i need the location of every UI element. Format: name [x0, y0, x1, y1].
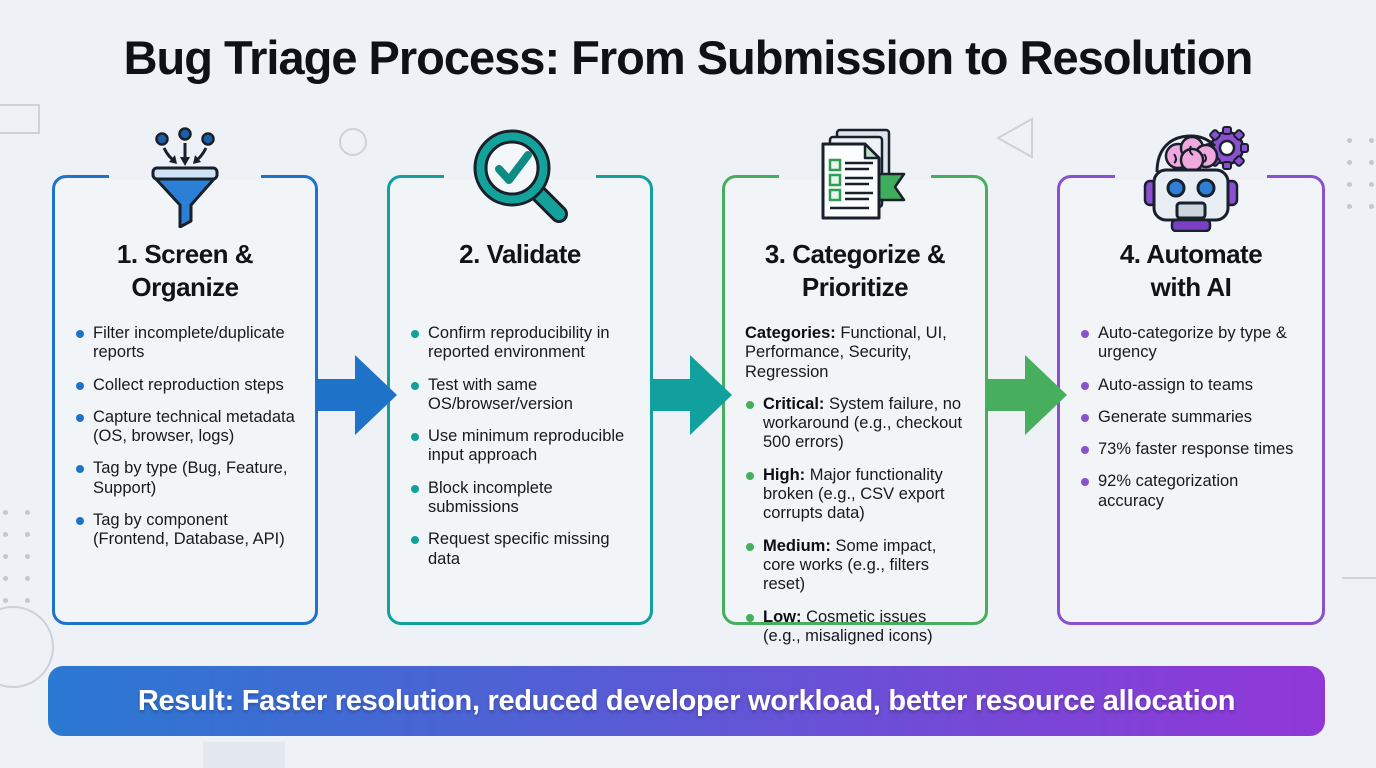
flow-arrow-2	[650, 355, 732, 435]
decor-rect-bottom	[203, 742, 285, 768]
step-title: 4. Automate with AI	[1119, 239, 1263, 302]
list-item: Medium: Some impact, core works (e.g., f…	[745, 537, 967, 595]
step-bullet-list: Filter incomplete/duplicate reports Coll…	[55, 324, 315, 550]
list-item: Use minimum reproducible input approach	[410, 427, 632, 466]
list-item: Collect reproduction steps	[75, 376, 297, 395]
list-item: Test with same OS/browser/version	[410, 376, 632, 415]
list-item: Capture technical metadata (OS, browser,…	[75, 408, 297, 447]
list-item: Auto-categorize by type & urgency	[1080, 324, 1304, 363]
step-bullet-list: Confirm reproducibility in reported envi…	[390, 324, 650, 569]
step-title: 1. Screen & Organize	[116, 239, 254, 302]
decor-circle-outline-top	[339, 128, 367, 156]
step-bullet-list: Auto-categorize by type & urgency Auto-a…	[1060, 324, 1322, 511]
list-item: Tag by component (Frontend, Database, AP…	[75, 511, 297, 550]
list-item: 92% categorization accuracy	[1080, 472, 1304, 511]
flow-arrow-1	[315, 355, 397, 435]
magnifier-check-icon	[465, 126, 575, 235]
result-banner-text: Result: Faster resolution, reduced devel…	[137, 684, 1236, 717]
categories-intro: Categories: Functional, UI, Performance,…	[745, 324, 947, 381]
list-item: Confirm reproducibility in reported envi…	[410, 324, 632, 363]
step-title: 3. Categorize & Prioritize	[764, 239, 946, 302]
decor-circle-outline-bottom	[0, 606, 54, 688]
list-item: 73% faster response times	[1080, 440, 1304, 459]
page-title: Bug Triage Process: From Submission to R…	[123, 31, 1254, 84]
list-item: Auto-assign to teams	[1080, 376, 1304, 395]
decor-dot-grid-left	[3, 510, 30, 603]
flow-arrow-3	[985, 355, 1067, 435]
checklist-icon	[803, 126, 907, 231]
list-item: Filter incomplete/duplicate reports	[75, 324, 297, 363]
decor-square-outline	[0, 104, 40, 134]
step-title: 2. Validate	[459, 239, 581, 269]
list-item: Block incomplete submissions	[410, 479, 632, 518]
decor-dot-grid-right	[1347, 138, 1374, 209]
step-bullet-list: Critical: System failure, no workaround …	[725, 395, 985, 646]
list-item: Tag by type (Bug, Feature, Support)	[75, 459, 297, 498]
list-item: Low: Cosmetic issues (e.g., misaligned i…	[745, 608, 967, 647]
list-item: High: Major functionality broken (e.g., …	[745, 466, 967, 524]
step-card-screen-organize: 1. Screen & Organize Filter incomplete/d…	[52, 127, 318, 625]
robot-ai-icon	[1125, 126, 1257, 237]
list-item: Generate summaries	[1080, 408, 1304, 427]
decor-line-right	[1342, 577, 1376, 579]
step-card-validate: 2. Validate Confirm reproducibility in r…	[387, 129, 653, 625]
list-item: Request specific missing data	[410, 530, 632, 569]
decor-triangle-outline	[995, 117, 1033, 159]
result-banner: Result: Faster resolution, reduced devel…	[48, 666, 1325, 736]
list-item: Critical: System failure, no workaround …	[745, 395, 967, 453]
step-card-categorize-prioritize: 3. Categorize & Prioritize Categories: F…	[722, 128, 988, 645]
funnel-icon	[125, 126, 245, 233]
step-card-automate-ai: 4. Automate with AI Auto-categorize by t…	[1057, 126, 1325, 625]
